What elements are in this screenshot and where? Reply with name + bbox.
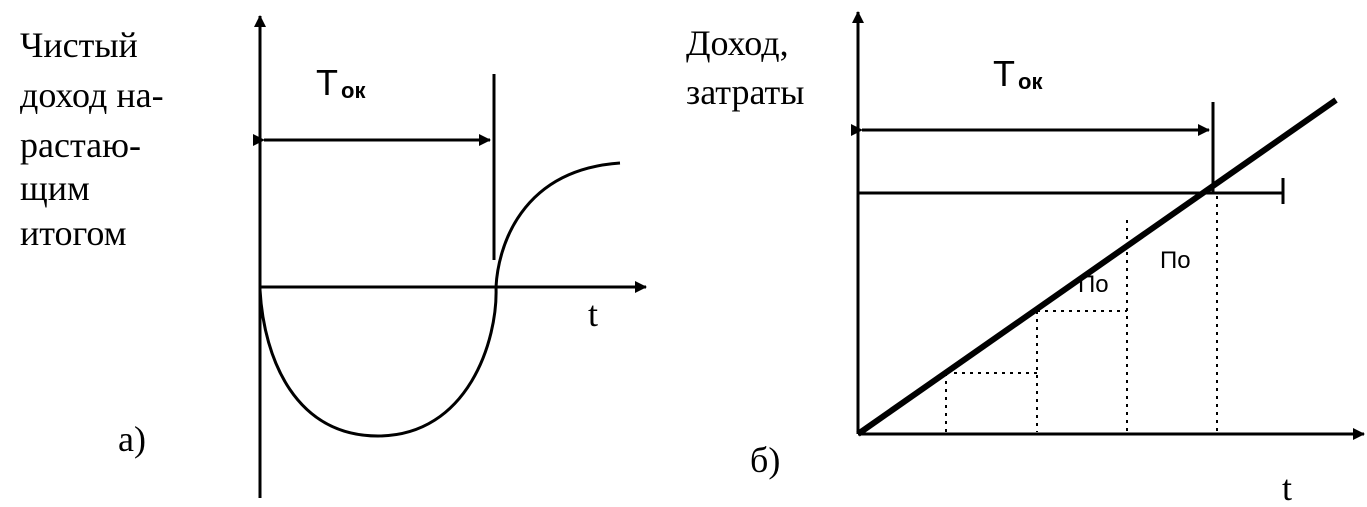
panel-b-ylabel-line-2: затраты (686, 72, 804, 112)
panel-b-payback-period-label: Т ок (993, 53, 1043, 94)
panel-b-ylabel-line-1: Доход, (686, 23, 789, 63)
panel-b-step-label-1: По (1078, 271, 1109, 298)
panel-b: Доход, затраты t По По Т ок (686, 11, 1365, 507)
panel-a: Чистый доход на- растаю- щим итогом t Т … (20, 15, 647, 498)
panel-a-ylabel-line-1: Чистый (20, 25, 138, 65)
panel-a-ylabel-line-3: растаю- (20, 125, 141, 165)
panel-a-y-axis-label: Чистый доход на- растаю- щим итогом (20, 25, 164, 253)
panel-a-caption: а) (118, 419, 146, 459)
panel-a-payback-period-label: Т ок (316, 62, 366, 103)
panel-a-ylabel-line-4: щим (20, 168, 90, 208)
panel-a-ylabel-line-2: доход на- (20, 75, 164, 115)
panel-b-period-main: Т (993, 53, 1015, 94)
panel-a-period-sub: ок (341, 78, 366, 103)
panel-b-cumulative-income-line (856, 97, 1338, 437)
panel-b-step-label-2: По (1160, 247, 1191, 274)
panel-b-caption: б) (750, 440, 780, 480)
panel-b-step-guides (945, 196, 1218, 432)
panel-b-x-axis-label: t (1282, 468, 1292, 507)
panel-b-period-sub: ок (1018, 69, 1043, 94)
panel-a-period-main: Т (316, 62, 338, 103)
panel-a-ylabel-line-5: итогом (20, 213, 127, 253)
panel-a-cumulative-income-curve (258, 161, 621, 438)
panel-a-x-axis-label: t (588, 294, 598, 334)
